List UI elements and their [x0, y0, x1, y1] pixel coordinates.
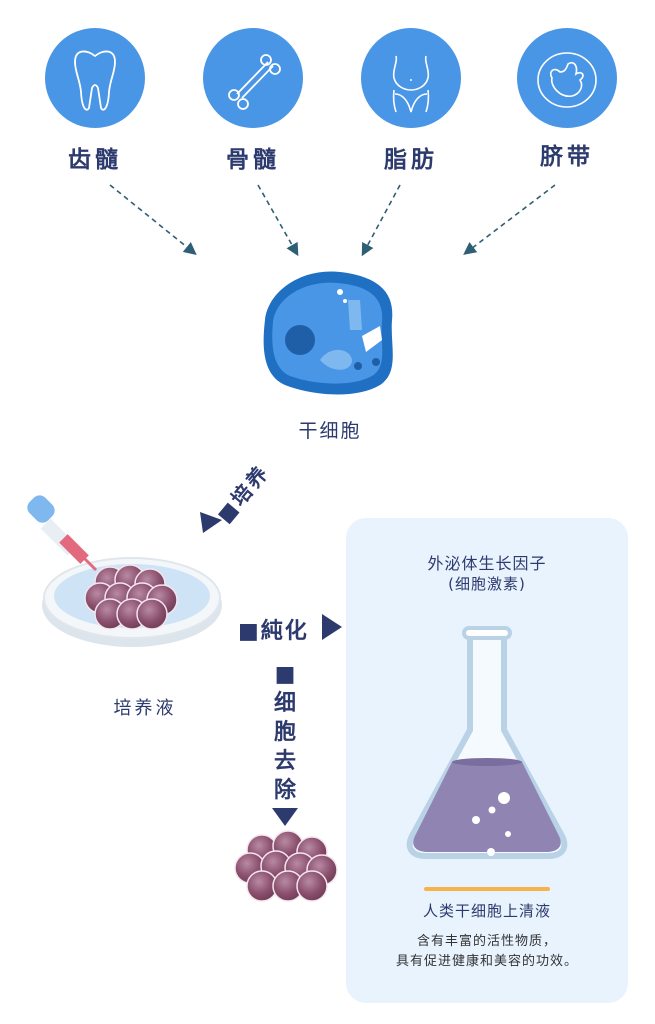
dropper-icon [27, 495, 98, 572]
step-char: 细 [273, 691, 296, 716]
step-char: 去 [273, 749, 296, 774]
remove-arrow-icon [272, 808, 298, 826]
source-label-bone-marrow: 骨髓 [226, 147, 280, 173]
culture-arrow-icon [200, 512, 222, 533]
tooth-icon [45, 28, 145, 128]
purify-arrow-icon [322, 614, 342, 640]
step-marker: ■ [274, 662, 296, 687]
source-label-dental-pulp: 齿髓 [68, 147, 122, 173]
description-line-1: 含有丰富的活性物质， [416, 934, 557, 949]
remove-cells-step-label: ■ 细 胞 去 除 [270, 660, 300, 805]
culture-medium-label: 培养液 [113, 698, 177, 719]
source-label-fat: 脂肪 [384, 147, 438, 173]
bone-icon [203, 28, 303, 128]
purify-step-label: ■純化 [238, 619, 309, 644]
source-arrows [109, 184, 556, 257]
source-label-umbilical-cord: 脐带 [540, 144, 594, 170]
flask-icon [406, 626, 568, 891]
step-char: 胞 [273, 720, 296, 745]
description-line-2: 具有促进健康和美容的功效。 [395, 954, 578, 969]
step-char: 除 [273, 778, 296, 803]
product-label: 人类干细胞上清液 [422, 902, 551, 920]
petri-dish-icon [42, 557, 222, 647]
accent-line [424, 887, 550, 891]
panel-subtitle: (细胞激素) [448, 575, 526, 593]
cell-cluster-icon [234, 830, 338, 902]
result-panel: 外泌体生长因子 (细胞激素) 人类干细胞上清液 含有丰富的活性物质， 具有促进健… [346, 518, 628, 1003]
stem-cell-icon [263, 271, 393, 395]
belly-icon [361, 28, 461, 128]
panel-title: 外泌体生长因子 [427, 554, 547, 573]
fetus-icon [517, 28, 617, 128]
stem-cell-label: 干细胞 [298, 420, 362, 442]
